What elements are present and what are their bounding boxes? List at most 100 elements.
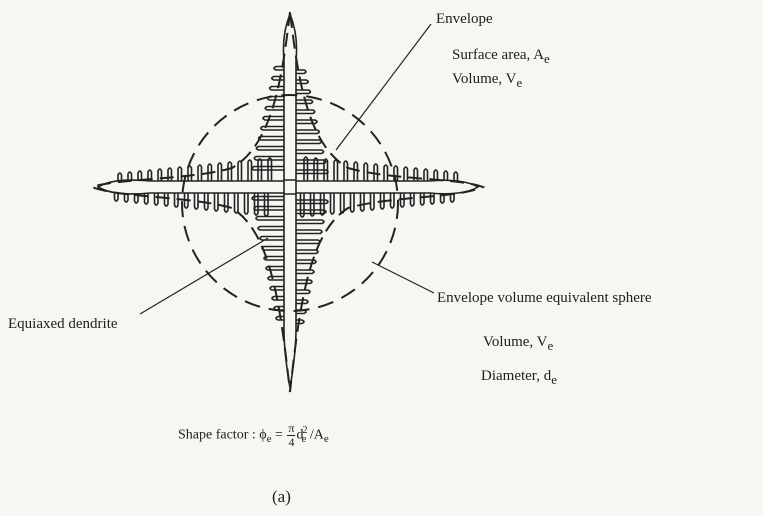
dendrite-branch xyxy=(309,193,315,217)
dendrite-branch xyxy=(313,157,319,181)
envelope-label: Envelope xyxy=(436,11,493,27)
dendrite-branch xyxy=(433,169,439,181)
dendrite-branch xyxy=(349,193,355,213)
dendrite-branch xyxy=(133,193,139,204)
dendrite-branch xyxy=(207,163,213,181)
dendrite-branch xyxy=(296,69,307,75)
dendrite-branch xyxy=(419,193,425,206)
dendrite-branch xyxy=(453,171,459,181)
dendrite-branch xyxy=(227,161,233,181)
dendrite-branch xyxy=(262,115,284,121)
dendrite-branch xyxy=(267,275,284,281)
dendrite-branch xyxy=(213,193,219,212)
formula-phi: ϕ xyxy=(259,427,267,443)
dendrite-branch xyxy=(296,119,318,125)
dendrite-branch xyxy=(296,299,309,305)
volume-top-subscript: e xyxy=(516,75,523,90)
dendrite-branch xyxy=(423,168,429,181)
dendrite-branch xyxy=(443,170,449,181)
dendrite-branch xyxy=(255,145,284,151)
dendrite-branch xyxy=(117,172,123,181)
dendrite-branch xyxy=(275,315,284,321)
dendrite-branch xyxy=(137,170,143,181)
dendrite-branch xyxy=(243,193,249,215)
dendrite-branch xyxy=(113,193,119,202)
formula-phi-sub: e xyxy=(266,433,272,446)
dendrite-branch xyxy=(379,193,385,210)
dendrite-branch xyxy=(359,193,365,212)
dendrite-branch xyxy=(409,193,415,207)
surface-area-label: Surface area, Ae xyxy=(452,47,550,66)
dendrite-branch xyxy=(203,193,209,211)
dendrite-branch xyxy=(449,193,455,203)
dendrite-branch xyxy=(127,171,133,181)
volume-bottom-text: Volume, V xyxy=(483,334,548,350)
dendrite-branch xyxy=(296,199,329,205)
formula-equals: = xyxy=(275,427,283,443)
dendrite-branch xyxy=(233,193,239,214)
dendrite-branch xyxy=(143,193,149,205)
dendrite-branch xyxy=(296,219,325,225)
dendrite-branch xyxy=(197,164,203,181)
dendrite-branch xyxy=(273,65,284,71)
diameter-subscript: e xyxy=(551,372,557,387)
formula-slash-a: /A xyxy=(309,427,324,443)
dendrite-branch xyxy=(217,162,223,181)
volume-top-text: Volume, V xyxy=(452,71,517,87)
dendrite-branch xyxy=(323,158,329,181)
dendrite-branch xyxy=(296,149,325,155)
surface-area-text: Surface area, A xyxy=(452,47,545,63)
dendrite-branch xyxy=(296,129,320,135)
formula-d: d xyxy=(296,427,304,443)
dendrite-branch xyxy=(265,265,284,271)
dendrite-branch xyxy=(339,193,345,214)
dendrite-branch xyxy=(296,79,309,85)
dendrite-branch xyxy=(296,269,315,275)
dendrite-branch xyxy=(399,193,405,208)
dendrite-branch xyxy=(363,162,369,181)
diameter-label: Diameter, de xyxy=(481,369,557,387)
dendrite-branch xyxy=(296,239,321,245)
dendrite-branch xyxy=(273,305,284,311)
formula-a-sub: e xyxy=(323,433,329,446)
dendrite-branch xyxy=(296,309,307,315)
volume-bottom-subscript: e xyxy=(547,338,554,353)
equivalent-sphere-circle xyxy=(181,94,399,312)
dendrite-branch xyxy=(303,156,309,181)
dendrite-branch xyxy=(261,245,284,251)
sphere-leader-line xyxy=(371,261,435,294)
dendrite-branch xyxy=(413,167,419,181)
dendrite-branch xyxy=(183,193,189,209)
sphere-label: Envelope volume equivalent sphere xyxy=(437,290,652,306)
dendrite-branch xyxy=(263,193,269,217)
dendrite-branch xyxy=(193,193,199,210)
dendrite-branch xyxy=(296,109,316,115)
dendrite-branch xyxy=(264,105,284,111)
dendrite-branch xyxy=(429,193,435,205)
dendrite-branch xyxy=(259,235,284,241)
dendrite-branch xyxy=(393,165,399,181)
dendrite-branch xyxy=(353,161,359,181)
dendrite-branch xyxy=(263,255,284,261)
dendrite-branch xyxy=(257,135,284,141)
dendrite-branch xyxy=(255,215,284,221)
dendrite-trunk-vertical xyxy=(282,13,298,389)
dendrite-branch xyxy=(296,159,327,165)
dendrite-branch xyxy=(268,85,284,91)
dendrite-branch xyxy=(296,139,323,145)
dendrite-branch xyxy=(296,289,311,295)
dendrite-branch xyxy=(383,164,389,181)
formula-prefix: Shape factor : xyxy=(178,427,256,443)
dendrite-branch xyxy=(319,193,325,216)
dendrite-branch xyxy=(439,193,445,204)
dendrite-branch xyxy=(373,163,379,181)
dendrite-branch xyxy=(296,319,305,325)
dendrite-branch xyxy=(296,99,314,105)
dendrite-branch xyxy=(299,193,305,218)
dendrite-branch xyxy=(329,193,335,215)
dendrite-branch xyxy=(237,160,243,181)
dendrite-branch xyxy=(266,95,284,101)
dendrite-branch xyxy=(177,166,183,181)
